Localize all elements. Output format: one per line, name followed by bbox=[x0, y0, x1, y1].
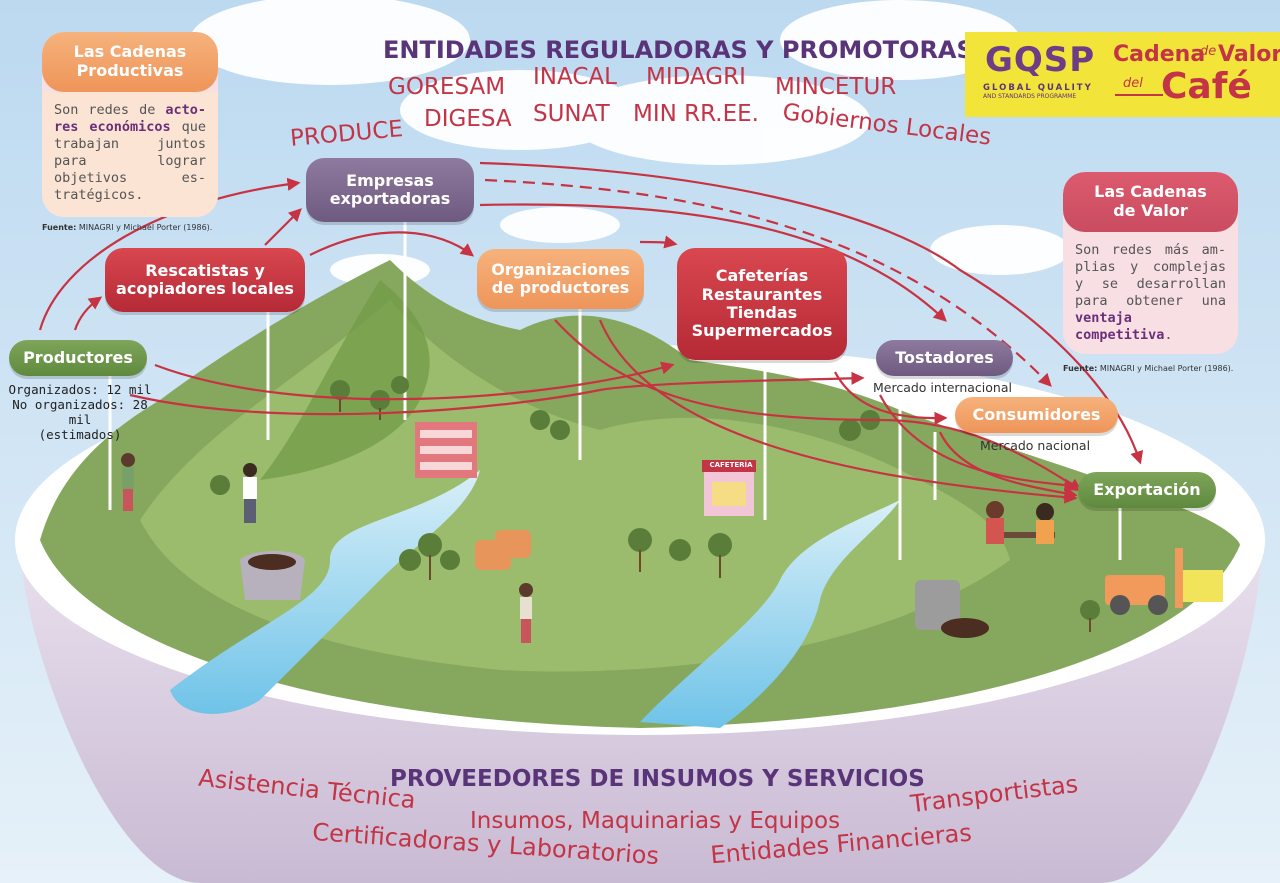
node-productores: Productores bbox=[9, 340, 147, 376]
info-right-source: Fuente: MINAGRI y Michael Porter (1986). bbox=[1063, 364, 1234, 373]
gqsp-tagline-2: AND STANDARDS PROGRAMME bbox=[983, 93, 1077, 100]
cafeterias-line-4: Supermercados bbox=[691, 321, 833, 341]
productores-note-no-organizados: No organizados: 28 mil bbox=[12, 397, 148, 427]
info-right-title: Las Cadenas de Valor bbox=[1063, 172, 1238, 233]
info-right-title-line-1: Las Cadenas bbox=[1094, 182, 1207, 201]
regulator-inacal: INACAL bbox=[533, 64, 617, 90]
logo-title-de: de bbox=[1200, 44, 1217, 59]
node-empresas-exportadoras: Empresas exportadoras bbox=[306, 158, 474, 222]
logo-underline bbox=[1115, 94, 1163, 96]
productores-note: Organizados: 12 mil No organizados: 28 m… bbox=[5, 382, 155, 442]
cafeteria-sign: CAFETERÍA bbox=[709, 461, 753, 469]
tostadores-market: Mercado internacional bbox=[873, 380, 1012, 395]
productores-note-estimados: (estimados) bbox=[38, 427, 122, 442]
regulator-goresam: GORESAM bbox=[388, 74, 506, 100]
info-left-source: Fuente: MINAGRI y Michael Porter (1986). bbox=[42, 223, 213, 232]
cafeterias-line-1: Cafeterías bbox=[715, 266, 809, 286]
farmers bbox=[121, 453, 533, 643]
regulator-digesa: DIGESA bbox=[424, 106, 512, 132]
flow-arrows bbox=[38, 161, 1144, 504]
node-tostadores: Tostadores bbox=[876, 340, 1013, 376]
cafeterias-line-3: Tiendas bbox=[726, 303, 798, 322]
roaster-machine bbox=[915, 580, 960, 630]
logo-title-del: del bbox=[1123, 76, 1143, 91]
node-consumidores: Consumidores bbox=[955, 397, 1118, 433]
regulator-mincetur: MINCETUR bbox=[775, 74, 897, 100]
logo-title-cadena: Cadena bbox=[1113, 42, 1206, 67]
forklift bbox=[1105, 548, 1223, 615]
coffee-sacks bbox=[475, 530, 531, 570]
rescatistas-line-2: acopiadores locales bbox=[116, 279, 294, 298]
organizaciones-line-2: de productores bbox=[491, 278, 630, 297]
node-cafeterias: Cafeterías Restaurantes Tiendas Supermer… bbox=[677, 248, 847, 360]
rescatistas-line-1: Rescatistas y bbox=[145, 260, 265, 280]
organizaciones-line-1: Organizaciones bbox=[491, 259, 630, 279]
productores-note-organizados: Organizados: 12 mil bbox=[8, 382, 152, 397]
mountain-shadow bbox=[260, 280, 430, 480]
logo-title-cafe: Café bbox=[1161, 66, 1252, 107]
river-left bbox=[170, 470, 480, 714]
node-organizaciones: Organizaciones de productores bbox=[477, 249, 644, 309]
info-cadenas-productivas: Las Cadenas Productivas Son redes de act… bbox=[42, 32, 218, 217]
node-exportacion: Exportación bbox=[1078, 472, 1216, 508]
info-left-title: Las Cadenas Productivas bbox=[42, 32, 218, 93]
info-right-title-line-2: de Valor bbox=[1113, 201, 1188, 221]
regulator-midagri: MIDAGRI bbox=[646, 64, 746, 90]
gqsp-logo: GQSP bbox=[985, 40, 1096, 80]
regulator-minrree: MIN RR.EE. bbox=[633, 101, 759, 127]
info-left-body: Son redes de acto-res económicos que tra… bbox=[42, 92, 218, 217]
providers-title: PROVEEDORES DE INSUMOS Y SERVICIOS bbox=[390, 766, 925, 792]
info-cadenas-valor: Las Cadenas de Valor Son redes más am-pl… bbox=[1063, 172, 1238, 354]
river-right bbox=[640, 500, 900, 728]
consumidores-market: Mercado nacional bbox=[980, 438, 1091, 453]
cafeterias-line-2: Restaurantes bbox=[701, 284, 823, 304]
people-at-table bbox=[986, 501, 1055, 544]
regulators-title: ENTIDADES REGULADORAS Y PROMOTORAS bbox=[383, 36, 974, 64]
info-left-title-line-2: Productivas bbox=[76, 61, 184, 81]
gqsp-tagline-1: GLOBAL QUALITY bbox=[983, 83, 1093, 93]
provider-insumos: Insumos, Maquinarias y Equipos bbox=[470, 808, 841, 834]
node-rescatistas: Rescatistas y acopiadores locales bbox=[105, 248, 305, 312]
empresas-line-1: Empresas bbox=[346, 170, 434, 190]
regulator-sunat: SUNAT bbox=[533, 101, 610, 127]
info-left-title-line-1: Las Cadenas bbox=[73, 42, 187, 61]
empresas-line-2: exportadoras bbox=[329, 189, 451, 208]
logo-banner: GQSP GLOBAL QUALITY AND STANDARDS PROGRA… bbox=[965, 32, 1280, 117]
logo-title-valor: Valor bbox=[1218, 42, 1280, 67]
info-right-body: Son redes más am-plias y complejas y se … bbox=[1075, 242, 1226, 343]
